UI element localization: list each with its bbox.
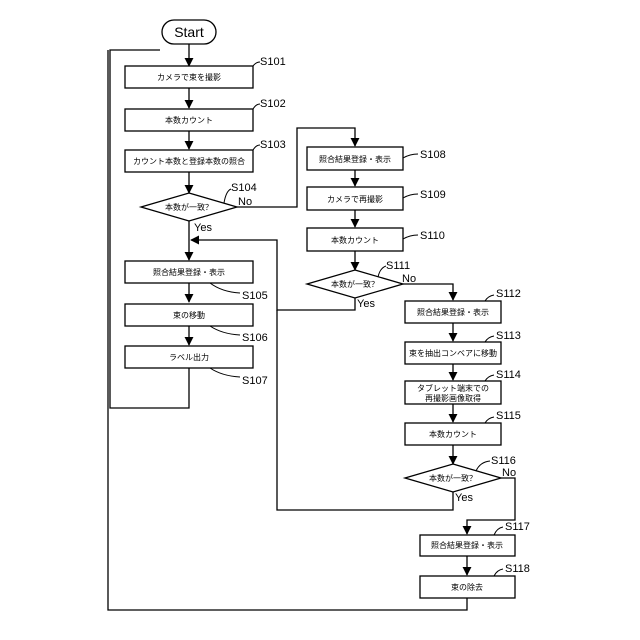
- step-text: 束の移動: [173, 310, 205, 320]
- step-s109: カメラで再撮影 S109: [307, 187, 446, 210]
- step-s110: 本数カウント S110: [307, 228, 445, 251]
- decision-text: 本数が一致？: [331, 279, 379, 289]
- step-text: カウント本数と登録本数の照合: [133, 156, 245, 166]
- label-leader: [485, 336, 494, 342]
- step-s108: 照合結果登録・表示 S108: [307, 147, 446, 170]
- step-s112: 照合結果登録・表示 S112: [405, 288, 521, 323]
- label-leader: [403, 235, 418, 239]
- start-terminal: Start: [162, 20, 216, 44]
- label-leader: [253, 62, 260, 66]
- step-text: 本数カウント: [429, 429, 477, 439]
- loop-s118-to-start: [108, 50, 467, 610]
- label-leader: [403, 194, 418, 198]
- step-s113: 束を抽出コンベアに移動 S113: [405, 330, 521, 364]
- start-label: Start: [174, 24, 204, 40]
- decision-text: 本数が一致？: [165, 202, 213, 212]
- step-text: ラベル出力: [169, 352, 209, 362]
- label-leader: [494, 569, 503, 576]
- step-label: S115: [496, 410, 521, 422]
- step-label: S107: [242, 375, 268, 387]
- label-leader: [210, 283, 240, 293]
- step-s106: 束の移動 S106: [125, 304, 268, 344]
- step-label: S101: [260, 56, 286, 68]
- step-text: 照合結果登録・表示: [417, 307, 489, 317]
- step-text-line2: 再撮影画像取得: [425, 393, 481, 403]
- step-label: S105: [242, 290, 268, 302]
- step-label: S102: [260, 98, 286, 110]
- label-leader: [210, 368, 240, 377]
- step-label: S104: [231, 182, 257, 194]
- label-leader: [224, 189, 231, 203]
- step-label: S111: [386, 260, 410, 272]
- step-s105: 照合結果登録・表示 S105: [125, 261, 268, 302]
- step-s102: 本数カウント S102: [125, 98, 286, 131]
- step-s118: 束の除去 S118: [420, 563, 530, 598]
- step-s117: 照合結果登録・表示 S117: [420, 521, 530, 556]
- step-label: S103: [260, 139, 286, 151]
- step-label: S106: [242, 332, 268, 344]
- step-s114: タブレット端末での 再撮影画像取得 S114: [405, 369, 521, 404]
- no-label: No: [502, 467, 516, 479]
- step-label: S110: [420, 230, 445, 242]
- label-leader: [253, 145, 260, 150]
- step-label: S112: [496, 288, 521, 300]
- label-leader: [403, 154, 418, 158]
- label-leader: [485, 295, 494, 301]
- step-label: S118: [505, 563, 530, 575]
- step-label: S113: [496, 330, 521, 342]
- label-leader: [210, 326, 240, 335]
- step-text: 本数カウント: [331, 235, 379, 245]
- label-leader: [378, 266, 386, 277]
- step-text: 束を抽出コンベアに移動: [409, 348, 497, 358]
- decision-s116: 本数が一致？ S116 No Yes: [405, 455, 516, 504]
- step-label: S116: [491, 455, 516, 467]
- step-label: S117: [505, 521, 530, 533]
- no-label: No: [402, 273, 416, 285]
- step-label: S109: [420, 189, 446, 201]
- step-label: S114: [496, 369, 521, 381]
- yes-label: Yes: [194, 222, 212, 234]
- label-leader: [476, 461, 490, 471]
- label-leader: [253, 104, 260, 109]
- step-text: 束の除去: [451, 582, 483, 592]
- yes-label: Yes: [357, 298, 375, 310]
- arrow-s111-no-s112: [403, 284, 453, 300]
- decision-s104: 本数が一致？ S104 No Yes: [141, 182, 257, 234]
- step-s107: ラベル出力 S107: [125, 346, 268, 387]
- step-s115: 本数カウント S115: [405, 410, 521, 445]
- no-label: No: [238, 196, 252, 208]
- step-label: S108: [420, 149, 446, 161]
- step-text: 本数カウント: [165, 115, 213, 125]
- label-leader: [494, 527, 503, 535]
- decision-text: 本数が一致？: [429, 473, 477, 483]
- yes-label: Yes: [455, 492, 473, 504]
- step-text: カメラで束を撮影: [157, 72, 221, 82]
- decision-s111: 本数が一致？ S111 No Yes: [307, 260, 416, 310]
- step-text-line1: タブレット端末での: [417, 383, 489, 393]
- step-text: 照合結果登録・表示: [431, 540, 503, 550]
- label-leader: [485, 375, 494, 381]
- step-text: 照合結果登録・表示: [319, 154, 391, 164]
- step-s103: カウント本数と登録本数の照合 S103: [125, 139, 286, 172]
- step-text: 照合結果登録・表示: [153, 267, 225, 277]
- label-leader: [485, 417, 494, 423]
- step-text: カメラで再撮影: [327, 194, 383, 204]
- step-s101: カメラで束を撮影 S101: [125, 56, 286, 88]
